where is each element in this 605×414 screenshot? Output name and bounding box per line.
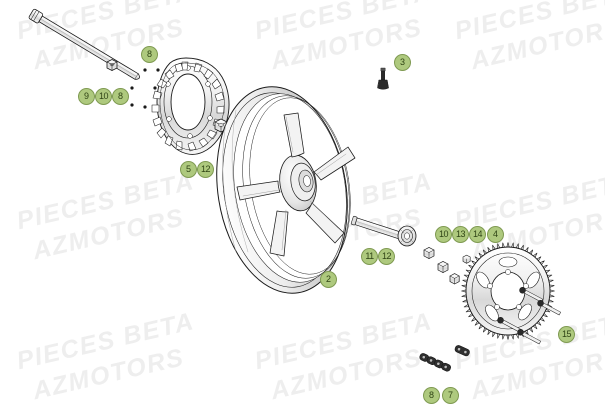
callout-8-bottom[interactable]: 8: [423, 387, 440, 404]
callout-10-left[interactable]: 10: [95, 88, 112, 105]
rear-sprocket-part: [461, 242, 555, 340]
callout-3[interactable]: 3: [394, 54, 411, 71]
callout-14[interactable]: 14: [469, 226, 486, 243]
callout-4[interactable]: 4: [487, 226, 504, 243]
brake-disc-part: [151, 57, 230, 155]
callout-5[interactable]: 5: [180, 161, 197, 178]
wheel-hub: [279, 154, 317, 212]
callout-12-axle[interactable]: 12: [378, 248, 395, 265]
disc-bolt-dots: [130, 68, 160, 109]
small-nut-near-sprocket: [462, 254, 471, 264]
nut-a: [423, 247, 435, 259]
callout-10-right[interactable]: 10: [435, 226, 452, 243]
callout-9[interactable]: 9: [78, 88, 95, 105]
callout-8-upper[interactable]: 8: [141, 46, 158, 63]
tire-valve-stem-part: [377, 67, 389, 90]
callout-7[interactable]: 7: [442, 387, 459, 404]
chain-clip-part: [454, 345, 470, 357]
nut-c: [449, 273, 460, 285]
front-axle-bolt-part: [28, 8, 140, 80]
callout-13[interactable]: 13: [452, 226, 469, 243]
callout-15[interactable]: 15: [558, 326, 575, 343]
callout-8-left[interactable]: 8: [112, 88, 129, 105]
axle-nut-upper-part: [106, 59, 118, 71]
wheel-spacer-part: [397, 225, 417, 247]
sprocket-bolt-2: [537, 300, 561, 316]
callout-2[interactable]: 2: [320, 271, 337, 288]
sprocket-bolt-set: [497, 287, 561, 345]
sprocket-bolt-4: [517, 329, 541, 345]
chain-link-set-part: [419, 353, 451, 372]
nut-b: [437, 261, 449, 273]
sprocket-bolt-3: [497, 317, 521, 333]
rear-wheel-rim-part: [216, 86, 356, 294]
sprocket-hardware-nuts: [423, 247, 460, 285]
callout-11[interactable]: 11: [361, 248, 378, 265]
callout-12-disc[interactable]: 12: [197, 161, 214, 178]
